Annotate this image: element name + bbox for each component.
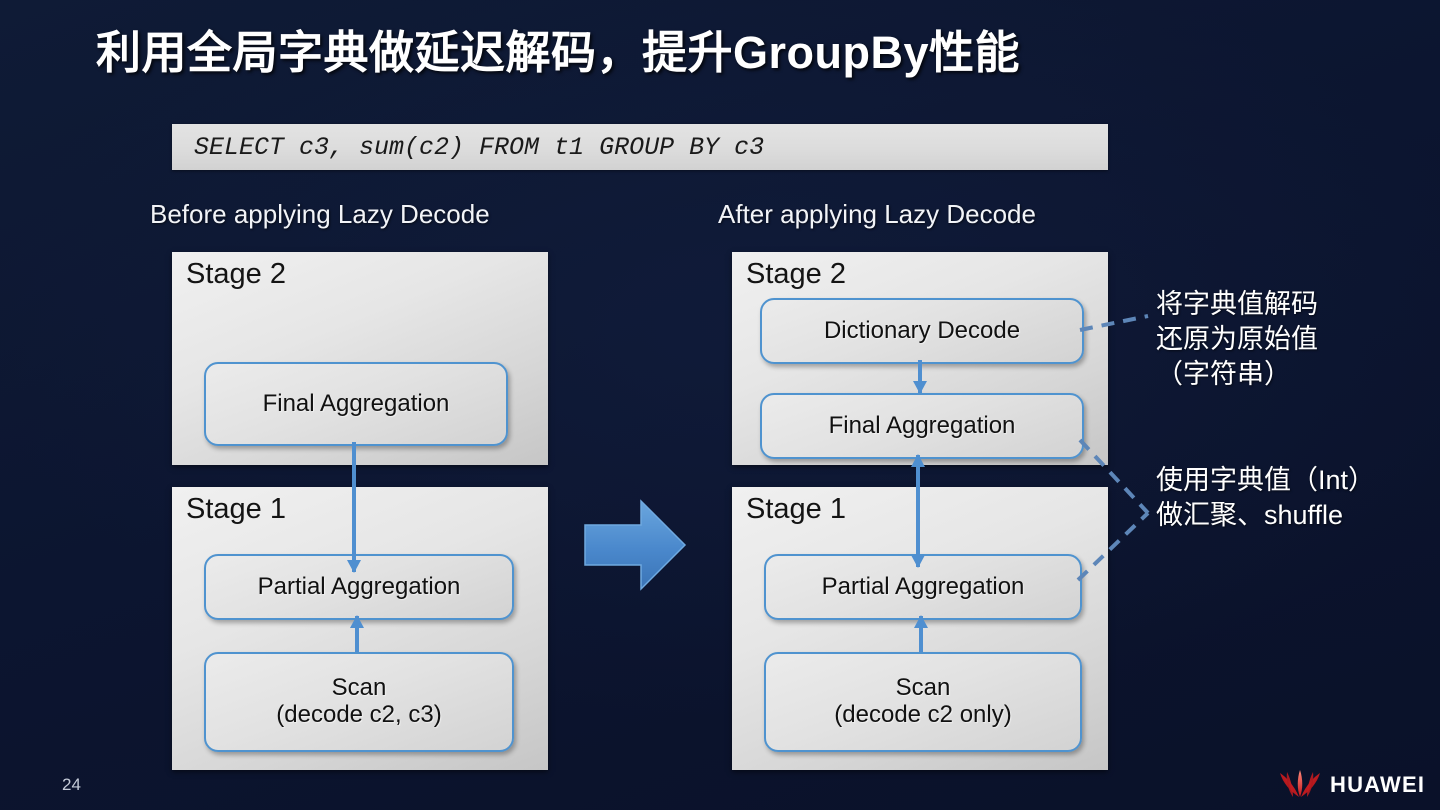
left-scan-line2: (decode c2, c3): [276, 701, 442, 728]
right-stage2-label: Stage 2: [746, 258, 846, 290]
left-final-aggregation-box: Final Aggregation: [204, 362, 508, 446]
caption-before: Before applying Lazy Decode: [150, 199, 490, 229]
slide-number: 24: [62, 775, 81, 794]
left-stage2-label: Stage 2: [186, 258, 286, 290]
left-scan-box: Scan (decode c2, c3): [204, 652, 514, 752]
sql-query-bar: SELECT c3, sum(c2) FROM t1 GROUP BY c3: [172, 124, 1108, 170]
huawei-petal-icon: [1280, 770, 1320, 797]
right-partial-to-scan-arrow: [914, 615, 928, 652]
huawei-logo: HUAWEI: [1276, 767, 1426, 801]
right-scan-line2: (decode c2 only): [834, 701, 1012, 728]
annotation-dictionary-decode: 将字典值解码 还原为原始值 （字符串）: [1156, 289, 1318, 390]
transition-arrow-icon: [583, 497, 687, 593]
left-stage2-to-stage1-arrow: [347, 442, 361, 573]
annotation-dictionary-value: 使用字典值（Int） 做汇聚、shuffle: [1156, 465, 1376, 531]
left-partial-to-scan-arrow: [350, 615, 364, 652]
sql-query-text: SELECT c3, sum(c2) FROM t1 GROUP BY c3: [194, 133, 765, 162]
page-title: 利用全局字典做延迟解码，提升GroupBy性能: [96, 27, 1021, 78]
right-final-aggregation-box: Final Aggregation: [760, 393, 1084, 459]
left-stage1-label: Stage 1: [186, 493, 286, 525]
huawei-wordmark: HUAWEI: [1330, 772, 1426, 797]
right-dictionary-to-final-arrow: [913, 360, 927, 394]
right-scan-line1: Scan: [895, 674, 951, 702]
left-scan-line1: Scan: [331, 674, 387, 702]
right-stage2-to-stage1-arrow: [911, 454, 925, 568]
right-stage1-label: Stage 1: [746, 493, 846, 525]
right-scan-box: Scan (decode c2 only): [764, 652, 1082, 752]
caption-after: After applying Lazy Decode: [718, 199, 1036, 229]
right-dictionary-decode-box: Dictionary Decode: [760, 298, 1084, 364]
